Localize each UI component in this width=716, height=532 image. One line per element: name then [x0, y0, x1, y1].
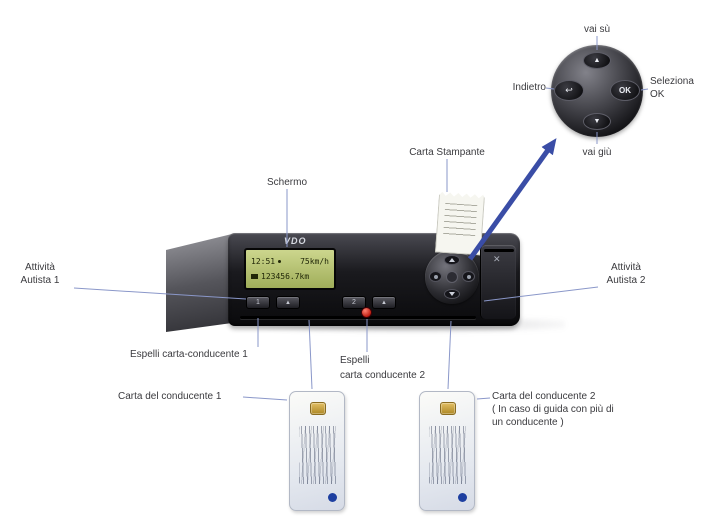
label-pad-down: vai giù [582, 147, 612, 158]
card2-artwork [429, 426, 467, 484]
driver1-activity-button: 1 [246, 296, 270, 309]
driver-card-1 [289, 391, 345, 511]
pad-down-button: ▼ [583, 113, 611, 130]
driver1-card-eject-button: ▲ [276, 296, 300, 309]
card2-chip [440, 402, 456, 415]
card1-artwork [299, 426, 337, 484]
label-driver2-activity: Attività Autista 2 [606, 262, 646, 286]
display-time: 12:51 [251, 257, 276, 266]
mode-dot-icon [278, 260, 282, 263]
driver-card-2 [419, 391, 475, 511]
label-driver-card2: Carta del conducente 2 ( In caso di guid… [492, 390, 624, 429]
keypad-up-icon [444, 255, 460, 265]
driver2-button-label: 2 [352, 299, 356, 306]
brand-logo: VDO [284, 236, 307, 246]
label-eject-card2: Espelli carta conducente 2 [340, 353, 452, 383]
odometer-icon [251, 274, 258, 279]
printed-text [443, 203, 477, 239]
device-side-panel [166, 234, 232, 332]
down-arrow-icon: ▼ [593, 118, 601, 125]
pad-up-button: ▲ [583, 52, 611, 69]
eject2-icon: ▲ [381, 299, 387, 306]
pad-ok-button: OK [610, 80, 640, 101]
keypad-center-button [446, 271, 458, 283]
label-eject-card1: Espelli carta-conducente 1 [130, 349, 248, 360]
label-driver-card1: Carta del conducente 1 [118, 391, 222, 402]
card2-dot [458, 493, 467, 502]
red-indicator [361, 307, 372, 318]
label-eject-card2-line1: Espelli [340, 355, 370, 366]
driver2-activity-button: 2 [342, 296, 366, 309]
card-slot [240, 316, 476, 319]
display-odometer: 123456.7km [261, 272, 310, 281]
pad-back-button: ↩ [554, 80, 584, 101]
line-card2-label [476, 397, 491, 400]
label-driver1-activity: Attività Autista 1 [20, 262, 60, 286]
card1-chip [310, 402, 326, 415]
label-eject-card2-line2: carta conducente 2 [340, 370, 426, 381]
label-pad-select: Seleziona OK [650, 76, 694, 100]
display-row-2: 123456.7km [251, 272, 329, 281]
label-screen: Schermo [266, 177, 307, 188]
label-driver-card2-note: ( In caso di guida con più di un conduce… [492, 404, 614, 428]
printer-slot [484, 249, 514, 252]
line-card1-label [242, 396, 288, 401]
device-display: 12:51 75km/h 123456.7km [244, 248, 336, 290]
device-keypad [425, 250, 479, 304]
back-arrow-icon: ↩ [565, 85, 573, 95]
keypad-back-icon [429, 271, 442, 282]
driver2-card-eject-button: ▲ [372, 296, 396, 309]
tachograph-device: VDO 12:51 75km/h 123456.7km 1 ▲ 2 ▲ [228, 233, 520, 326]
driver1-button-label: 1 [256, 299, 260, 306]
eject1-icon: ▲ [285, 299, 291, 306]
label-printer-paper: Carta Stampante [409, 147, 485, 158]
display-row-1: 12:51 75km/h [251, 257, 329, 266]
printer-latch-icon: ✕ [493, 254, 501, 264]
printer-unit: ✕ [480, 245, 516, 319]
card1-dot [328, 493, 337, 502]
ok-button-label: OK [619, 86, 631, 95]
up-arrow-icon: ▲ [593, 57, 601, 64]
keypad-down-icon [444, 289, 460, 299]
label-pad-back: Indietro [512, 82, 546, 93]
keypad-ok-icon [462, 271, 475, 282]
label-driver-card2-title: Carta del conducente 2 [492, 391, 596, 402]
printer-paper [435, 190, 485, 255]
label-pad-up: vai sù [583, 24, 611, 35]
display-speed: 75km/h [300, 257, 329, 266]
